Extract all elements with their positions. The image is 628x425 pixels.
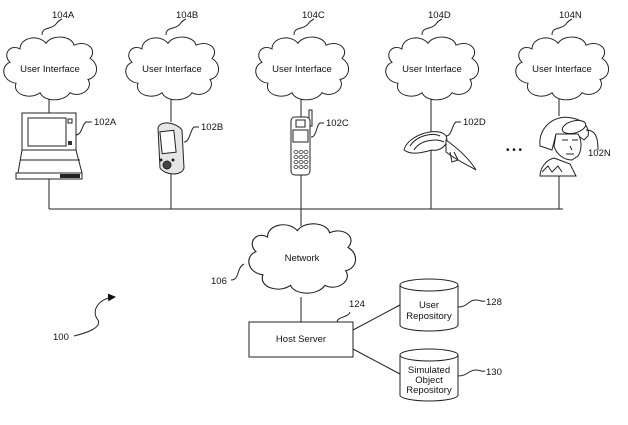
device-ref-102c: 102C	[326, 118, 349, 129]
soldier-helmet-icon	[539, 116, 589, 177]
host-server-node: Host Server	[248, 321, 354, 358]
device-ref-102a: 102A	[94, 117, 117, 128]
host-server-label: Host Server	[276, 334, 326, 345]
ui-ref-leader	[165, 18, 187, 36]
ui-ref-104b: 104B	[176, 10, 198, 21]
device-ref-102d: 102D	[463, 117, 486, 128]
network-node: Network	[248, 223, 357, 294]
ui-ref-104c: 104C	[302, 10, 325, 21]
client-n: 104N User Interface 102N	[515, 10, 611, 209]
user-interface-label: User Interface	[142, 64, 202, 75]
client-a: 104A User Interface 102A	[3, 10, 117, 209]
figure-ref-arrow	[73, 293, 116, 337]
user-repository-label-line2: Repository	[406, 311, 452, 322]
user-interface-label: User Interface	[272, 64, 332, 75]
user-interface-label: User Interface	[402, 64, 462, 75]
simulated-object-repository-ref-130: 130	[486, 367, 502, 378]
more-devices-ellipsis: • • •	[506, 145, 523, 156]
device-ref-102b: 102B	[201, 122, 223, 133]
server-to-sim-repo-line	[352, 348, 401, 375]
server-to-user-repo-line	[352, 304, 401, 331]
user-repository-cylinder	[399, 285, 459, 332]
device-ref-leader	[445, 121, 461, 137]
user-repository-node: User Repository	[399, 278, 459, 332]
device-ref-102n: 102N	[588, 148, 611, 159]
ui-ref-leader	[421, 18, 443, 36]
device-ref-leader	[183, 126, 199, 143]
ui-ref-104d: 104D	[428, 10, 451, 21]
laptop-icon	[15, 112, 83, 180]
host-server-ref-124: 124	[349, 299, 365, 310]
host-server-box	[248, 321, 354, 358]
device-ref-leader	[585, 129, 599, 151]
network-ref-106: 106	[211, 276, 227, 287]
ui-ref-leader	[293, 18, 315, 36]
mobile-phone-icon	[290, 109, 313, 176]
ui-ref-leader	[551, 18, 573, 36]
user-repository-ref-128: 128	[486, 297, 502, 308]
user-repository-ref-leader	[457, 299, 486, 308]
simulated-object-repository-ref-leader	[457, 369, 486, 377]
device-ref-leader	[310, 122, 324, 138]
pda-icon	[157, 122, 185, 175]
network-label: Network	[285, 253, 320, 264]
ui-ref-104a: 104A	[52, 10, 75, 21]
client-d: 104D User Interface 102D	[385, 10, 486, 209]
user-repository-label-line1: User	[419, 300, 439, 311]
client-c: 104C User Interface 102C	[255, 10, 350, 209]
simulated-object-repository-node: Simulated Object Repository	[399, 348, 459, 402]
device-ref-leader	[75, 121, 92, 136]
network-ref-leader	[230, 263, 245, 281]
client-b: 104B User Interface 102B	[125, 10, 223, 209]
host-server-ref-leader	[336, 311, 351, 323]
ui-ref-104n: 104N	[559, 10, 582, 21]
simulated-object-repository-cylinder	[399, 355, 459, 402]
ui-ref-leader	[41, 18, 63, 36]
user-interface-label: User Interface	[532, 64, 592, 75]
vr-headset-icon	[403, 131, 477, 171]
simulated-object-repository-label-line3: Repository	[406, 385, 452, 396]
user-interface-label: User Interface	[20, 64, 80, 75]
simulated-object-repository-label-line1: Simulated	[408, 365, 450, 376]
simulated-object-repository-label-line2: Object	[415, 375, 443, 386]
figure-ref-100: 100	[53, 332, 69, 343]
